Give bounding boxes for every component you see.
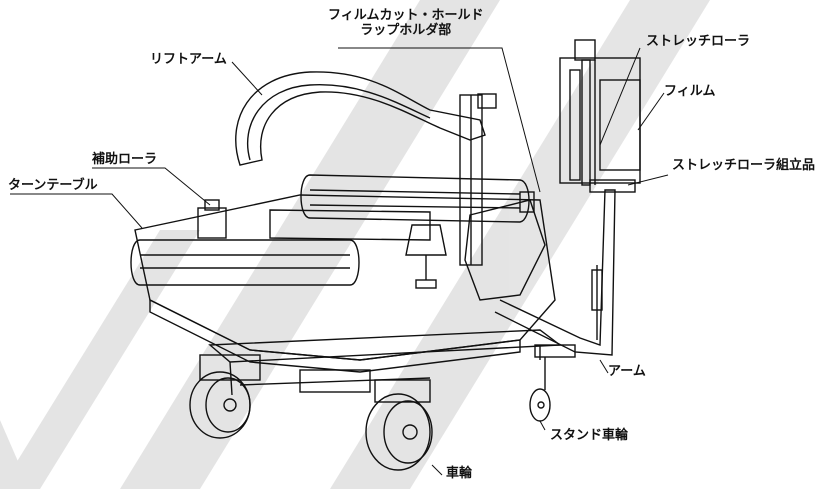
stand-wheel xyxy=(529,344,576,422)
arm-label: アーム xyxy=(608,364,646,379)
aux-roller-label: 補助ローラ xyxy=(92,152,158,167)
wheel-label: 車輪 xyxy=(446,466,473,481)
aux-roller-right xyxy=(405,224,447,256)
film-cut-holder xyxy=(464,199,546,301)
film-cut-hold-label: フィルムカット・ホールド ラップホルダ部 xyxy=(328,8,483,38)
watermark-stripes xyxy=(0,0,710,489)
stretch-roller-assembly-label: ストレッチローラ組立品 xyxy=(672,158,816,173)
wheel-right xyxy=(365,379,433,471)
aux-roller-left xyxy=(197,207,227,239)
film-cut-hold-label-line1: フィルムカット・ホールド xyxy=(328,8,484,23)
film-cut-hold-label-line2: ラップホルダ部 xyxy=(360,23,452,38)
front-roller xyxy=(130,239,360,286)
arm-shape xyxy=(494,189,616,356)
film-roll xyxy=(599,79,641,171)
wheel-left xyxy=(189,371,251,439)
stretch-roller-label: ストレッチローラ xyxy=(646,34,751,49)
stretch-roller-assembly xyxy=(559,39,641,193)
film-label: フィルム xyxy=(664,84,716,99)
machine-drawing xyxy=(130,39,641,471)
turntable-label: ターンテーブル xyxy=(8,178,98,193)
rear-roller xyxy=(300,174,530,223)
stand-wheel-label: スタンド車輪 xyxy=(550,428,629,443)
lift-arm-label: リフトアーム xyxy=(150,52,227,67)
leader-lines xyxy=(10,47,669,476)
